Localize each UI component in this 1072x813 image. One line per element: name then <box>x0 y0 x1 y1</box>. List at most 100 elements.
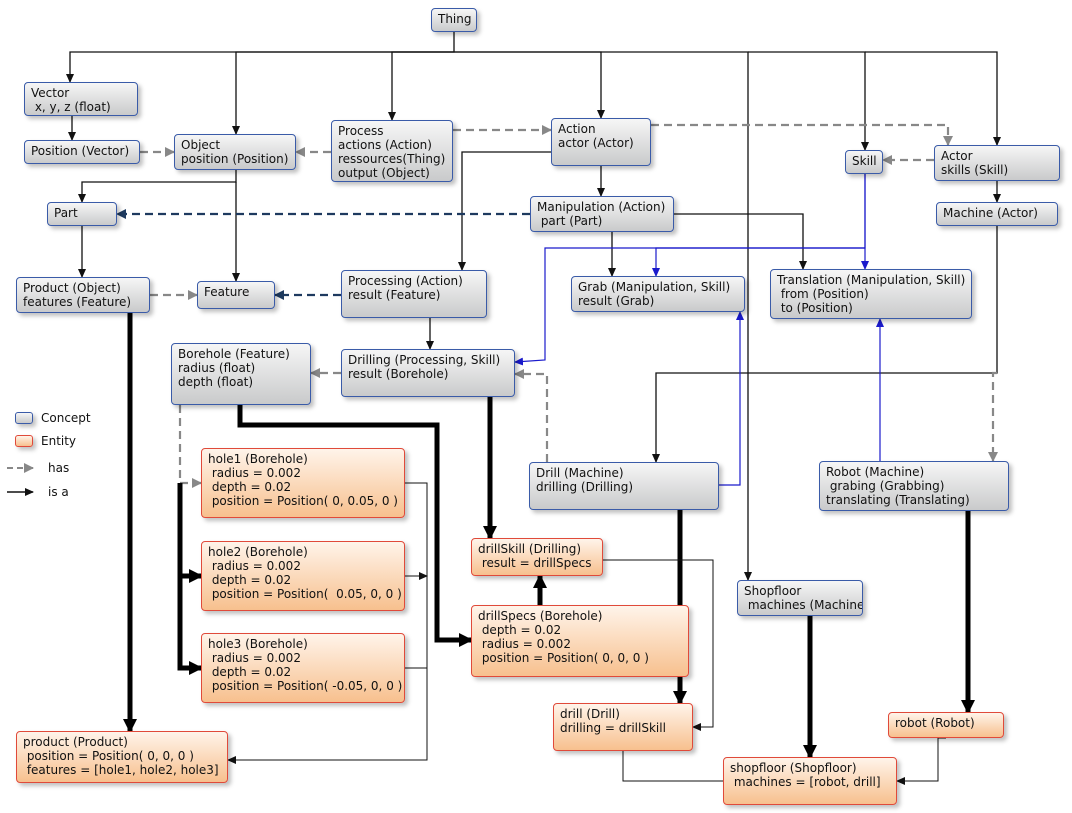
node-text-line: product (Product) <box>23 735 128 749</box>
node-text-line: depth = 0.02 <box>478 623 562 637</box>
edge-isa-vector-to-thing <box>66 32 455 83</box>
concept-node-machine[interactable]: Machine (Actor) <box>936 202 1058 226</box>
concept-node-part[interactable]: Part <box>47 202 117 226</box>
node-text-line: radius = 0.002 <box>208 466 301 480</box>
concept-node-processing[interactable]: Processing (Action)result (Feature) <box>341 270 487 318</box>
node-text-line: Action <box>558 122 596 136</box>
edge-isa-action-to-thing <box>454 51 605 119</box>
node-text-line: Thing <box>438 12 472 26</box>
node-text-line: from (Position) <box>777 287 869 301</box>
entity-node-shopfloore[interactable]: shopfloor (Shopfloor) machines = [robot,… <box>723 757 897 805</box>
entity-node-producte[interactable]: product (Product) position = Position( 0… <box>16 731 228 783</box>
edges-layer <box>66 32 1001 785</box>
node-text-line: Position (Vector) <box>31 144 130 158</box>
legend-concept-swatch <box>15 412 33 424</box>
edge-ref-drillspecs-to-drillskill <box>603 559 714 731</box>
edge-isa-object-to-thing <box>232 51 454 135</box>
edge-has-drilling-to-borehole <box>988 371 998 462</box>
node-text-line: radius = 0.002 <box>478 637 571 651</box>
edge-has-robotm-to-translation <box>178 405 202 488</box>
node-text-line: skills (Skill) <box>941 163 1009 177</box>
node-text-line: position = Position( -0.05, 0, 0 ) <box>208 679 403 693</box>
concept-node-grab[interactable]: Grab (Manipulation, Skill)result (Grab) <box>571 276 745 312</box>
edge-ref-hole3-to-producte <box>622 751 723 782</box>
node-text-line: machines (Machine) <box>744 598 863 612</box>
entity-node-drillspecs[interactable]: drillSpecs (Borehole) depth = 0.02 radiu… <box>471 605 689 677</box>
node-text-line: radius = 0.002 <box>208 559 301 573</box>
edge-isa-translation-to-manipulation <box>674 213 807 270</box>
node-text-line: drilling = drillSkill <box>560 721 666 735</box>
concept-node-feature[interactable]: Feature <box>197 281 275 309</box>
edge-isa-actor-to-thing <box>865 51 1001 146</box>
node-text-line: Grab (Manipulation, Skill) <box>578 280 731 294</box>
node-text-line: result (Feature) <box>348 288 441 302</box>
concept-node-skill[interactable]: Skill <box>845 150 883 174</box>
edge-has-drillm-to-drilling <box>514 369 549 462</box>
node-text-line: position (Position) <box>181 152 289 166</box>
concept-node-thing[interactable]: Thing <box>431 8 477 32</box>
node-text-line: Processing (Action) <box>348 274 463 288</box>
node-text-line: Feature <box>204 285 250 299</box>
node-text-line: radius (float) <box>178 361 256 375</box>
node-text-line: Process <box>338 124 384 138</box>
edge-isa-process-to-thing <box>388 51 454 121</box>
concept-node-translation[interactable]: Translation (Manipulation, Skill) from (… <box>770 269 972 319</box>
node-text-line: Drill (Machine) <box>536 466 624 480</box>
entity-node-robote[interactable]: robot (Robot) <box>888 712 1004 738</box>
node-text-line: robot (Robot) <box>895 716 975 730</box>
concept-node-shopfloorc[interactable]: Shopfloor machines (Machine) <box>737 580 863 616</box>
node-text-line: Machine (Actor) <box>943 206 1038 220</box>
node-text-line: Product (Object) <box>23 281 121 295</box>
node-text-line: Shopfloor <box>744 584 802 598</box>
edge-isa-part-to-object <box>78 170 237 203</box>
node-text-line: Skill <box>852 154 877 168</box>
edge-isa-drilling-to-processing <box>652 226 998 463</box>
node-text-line: Drilling (Processing, Skill) <box>348 353 501 367</box>
concept-node-drillm[interactable]: Drill (Machine)drilling (Drilling) <box>529 462 719 510</box>
node-text-line: actor (Actor) <box>558 136 634 150</box>
node-text-line: features (Feature) <box>23 295 132 309</box>
concept-node-vector[interactable]: Vector x, y, z (float) <box>24 82 138 116</box>
concept-node-manipulation[interactable]: Manipulation (Action) part (Part) <box>530 196 674 232</box>
concept-node-robotm[interactable]: Robot (Machine) grabing (Grabbing)transl… <box>819 461 1009 511</box>
node-text-line: output (Object) <box>338 166 430 180</box>
edge-ref-drillskill-to-drille <box>227 482 428 764</box>
node-text-line: depth = 0.02 <box>208 480 292 494</box>
node-text-line: result (Borehole) <box>348 367 449 381</box>
entity-node-drillskill[interactable]: drillSkill (Drilling) result = drillSpec… <box>471 538 603 576</box>
node-text-line: Actor <box>941 149 973 163</box>
node-text-line: hole1 (Borehole) <box>208 452 308 466</box>
concept-node-product[interactable]: Product (Object)features (Feature) <box>16 277 150 313</box>
entity-node-hole2[interactable]: hole2 (Borehole) radius = 0.002 depth = … <box>201 541 405 611</box>
node-text-line: drillSpecs (Borehole) <box>478 609 603 623</box>
node-text-line: Robot (Machine) <box>826 465 925 479</box>
legend-isa-label: is a <box>48 485 69 499</box>
node-text-line: position = Position( 0, 0, 0 ) <box>23 749 194 763</box>
node-text-line: depth = 0.02 <box>208 573 292 587</box>
edge-isa-skill-to-thing <box>748 51 869 151</box>
entity-node-hole1[interactable]: hole1 (Borehole) radius = 0.002 depth = … <box>201 448 405 518</box>
node-text-line: translating (Translating) <box>826 493 970 507</box>
entity-node-drille[interactable]: drill (Drill)drilling = drillSkill <box>553 703 693 751</box>
node-text-line: Part <box>54 206 78 220</box>
node-text-line: ressources(Thing) <box>338 152 446 166</box>
node-text-line: Object <box>181 138 221 152</box>
legend-has-label: has <box>48 461 70 475</box>
edge-isa-skill-drillm-to-machine <box>718 311 744 486</box>
entity-node-hole3[interactable]: hole3 (Borehole) radius = 0.002 depth = … <box>201 633 405 703</box>
concept-node-drilling[interactable]: Drilling (Processing, Skill)result (Bore… <box>341 349 515 397</box>
legend-entity-swatch <box>15 435 33 447</box>
concept-node-borehole[interactable]: Borehole (Feature)radius (float)depth (f… <box>171 343 311 405</box>
node-text-line: drill (Drill) <box>560 707 620 721</box>
node-text-line: depth (float) <box>178 375 254 389</box>
legend-arrows <box>7 463 34 496</box>
node-text-line: x, y, z (float) <box>31 100 111 114</box>
concept-node-position[interactable]: Position (Vector) <box>24 140 140 164</box>
node-text-line: hole2 (Borehole) <box>208 545 308 559</box>
node-text-line: depth = 0.02 <box>208 665 292 679</box>
node-text-line: drillSkill (Drilling) <box>478 542 582 556</box>
